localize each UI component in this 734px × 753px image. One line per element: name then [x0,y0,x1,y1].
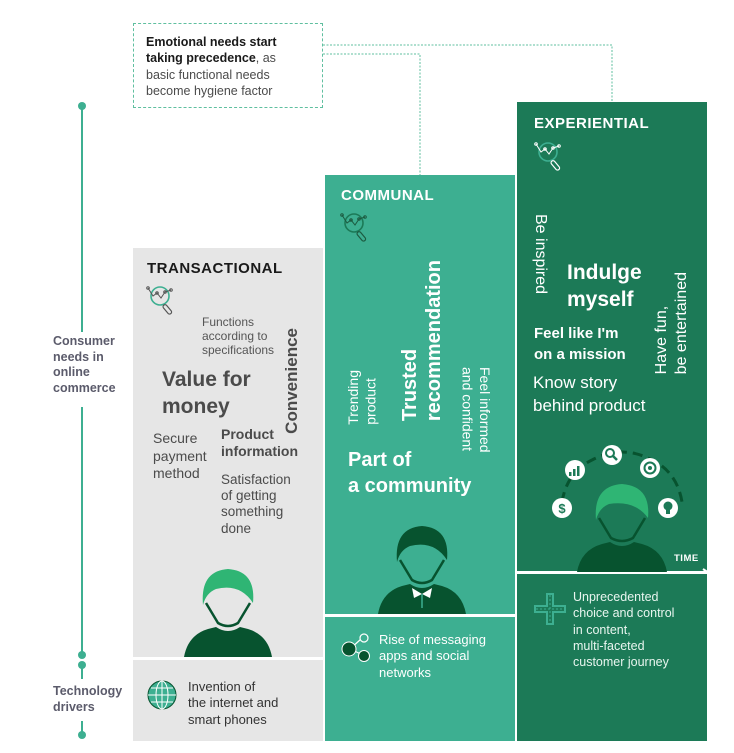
technology-drivers-label: Technology drivers [53,684,123,714]
communal-driver: Rise of messaging apps and social networ… [325,617,515,741]
person-with-icons: $ [552,445,684,572]
target-icon [640,458,660,478]
timeline-line-upper [81,106,83,332]
connector-to-communal [323,53,421,175]
driver-choice-text: Unprecedented choice and control in cont… [573,590,675,669]
person-icon [184,569,272,657]
driver-messaging-text: Rise of messaging apps and social networ… [379,632,486,680]
timeline-dot-bottom [78,731,86,739]
need-part-of-community: Part of a community [348,449,472,497]
callout-text-2: , as [255,51,276,66]
crossroads-icon [534,593,566,625]
transactional-title: TRANSACTIONAL [147,260,283,277]
transactional-driver: Invention of the internet and smart phon… [133,660,323,741]
need-know-story: Know story behind product [533,373,646,415]
need-feel-informed: Feel informed and confident [459,367,494,453]
need-value-for-money: Value for money [162,368,251,419]
callout-box: Emotional needs start taking precedence,… [133,23,323,108]
timeline-line-bottom [81,721,83,735]
bar-chart-icon [565,460,585,480]
callout-text-4: become hygiene factor [146,83,273,98]
time-label: TIME [674,553,699,564]
magnifier-chart-icon [146,286,173,315]
svg-text:$: $ [558,501,566,516]
experiential-column: EXPERIENTIAL Be inspired Indulge myself … [517,102,707,572]
lightbulb-icon [658,498,678,518]
experiential-driver: Unprecedented choice and control in cont… [517,574,707,741]
need-indulge-myself: Indulge myself [567,261,642,312]
need-feel-on-mission: Feel like I'm on a mission [534,325,626,363]
magnifier-chart-icon [534,142,561,171]
callout-text-3: basic functional needs [146,67,270,82]
need-trending-product: Trending product [345,370,379,425]
callout-bold-2: taking precedence [146,51,256,66]
need-be-inspired: Be inspired [531,214,549,295]
connector-to-experiential [323,44,613,102]
transactional-column: TRANSACTIONAL Functions according to spe… [133,248,323,657]
dollar-icon: $ [552,498,572,518]
need-have-fun: Have fun, be entertained [653,272,690,375]
person-icon [378,526,466,614]
callout-bold-1: Emotional needs start [146,35,277,49]
timeline-dot-mid-1 [78,651,86,659]
need-functions: Functions according to specifications [202,315,275,357]
need-convenience: Convenience [282,328,301,434]
globe-icon [147,680,177,710]
timeline-line-lower [81,665,83,679]
magnifier-chart-icon [340,213,367,242]
need-product-information: Product information [221,426,298,459]
need-satisfaction: Satisfaction of getting something done [221,472,291,536]
driver-internet-text: Invention of the internet and smart phon… [188,679,279,727]
communal-column: COMMUNAL Trending product Trusted recomm… [325,175,515,614]
communal-title: COMMUNAL [341,187,435,204]
search-icon [602,445,622,465]
consumer-needs-label: Consumer needs in online commerce [53,334,116,395]
need-secure-payment: Secure payment method [153,430,207,481]
timeline-line-middle [81,407,83,655]
experiential-title: EXPERIENTIAL [534,115,650,132]
need-trusted-recommendation: Trusted recommendation [399,260,445,422]
share-network-icon [341,633,370,662]
